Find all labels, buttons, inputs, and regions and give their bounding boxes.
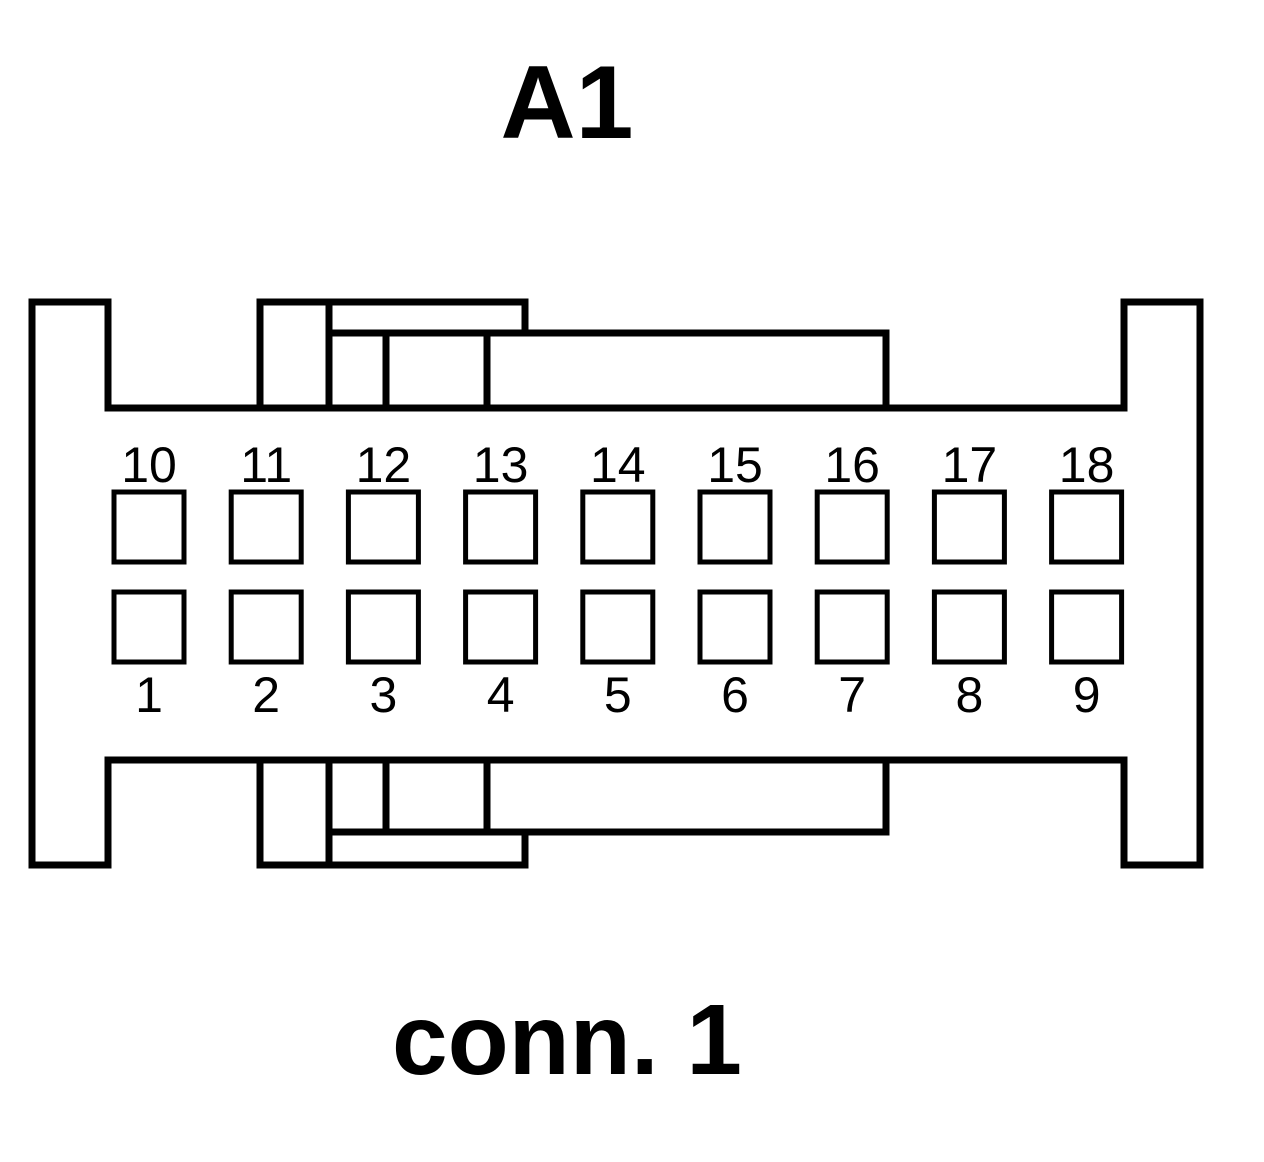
- pin-label-13: 13: [473, 437, 529, 493]
- bottom-latch: [256, 760, 890, 869]
- pin-label-7: 7: [838, 667, 866, 723]
- pin-cavity-18: [1049, 489, 1125, 565]
- pin-label-16: 16: [824, 437, 880, 493]
- pin-cavity-15: [697, 489, 773, 565]
- pin-label-17: 17: [942, 437, 998, 493]
- housing-outline: [28, 298, 1204, 869]
- pin-cavity-5: [580, 589, 656, 665]
- pin-cavity-8: [931, 589, 1007, 665]
- pin-label-4: 4: [487, 667, 515, 723]
- pin-label-2: 2: [252, 667, 280, 723]
- connector-housing: [28, 298, 1204, 869]
- pin-label-3: 3: [369, 667, 397, 723]
- pin-label-14: 14: [590, 437, 646, 493]
- pin-label-5: 5: [604, 667, 632, 723]
- pin-label-15: 15: [707, 437, 763, 493]
- pin-cavity-7: [814, 589, 890, 665]
- pin-cavity-6: [697, 589, 773, 665]
- pin-label-1: 1: [135, 667, 163, 723]
- pin-label-11: 11: [240, 437, 292, 493]
- top-latch: [256, 298, 890, 408]
- pin-cavity-11: [228, 489, 304, 565]
- pin-label-6: 6: [721, 667, 749, 723]
- connector-caption: conn. 1: [392, 984, 742, 1096]
- pin-label-8: 8: [955, 667, 983, 723]
- pin-cavity-1: [111, 589, 187, 665]
- diagram-title: A1: [501, 45, 634, 161]
- pin-cavity-10: [111, 489, 187, 565]
- pin-cavity-12: [345, 489, 421, 565]
- pin-label-10: 10: [121, 437, 177, 493]
- pin-cavity-4: [463, 589, 539, 665]
- pin-label-9: 9: [1073, 667, 1101, 723]
- pin-cavity-13: [463, 489, 539, 565]
- bottom-pin-row: 1 2 3 4 5 6 7 8 9: [111, 589, 1125, 723]
- pin-label-18: 18: [1059, 437, 1115, 493]
- top-pin-row: 10 11 12 13 14 15 16 17 18: [111, 437, 1125, 565]
- pin-cavity-9: [1049, 589, 1125, 665]
- pin-cavity-3: [345, 589, 421, 665]
- pin-cavity-16: [814, 489, 890, 565]
- pin-cavity-14: [580, 489, 656, 565]
- pin-label-12: 12: [356, 437, 412, 493]
- pin-cavity-2: [228, 589, 304, 665]
- pin-cavity-17: [931, 489, 1007, 565]
